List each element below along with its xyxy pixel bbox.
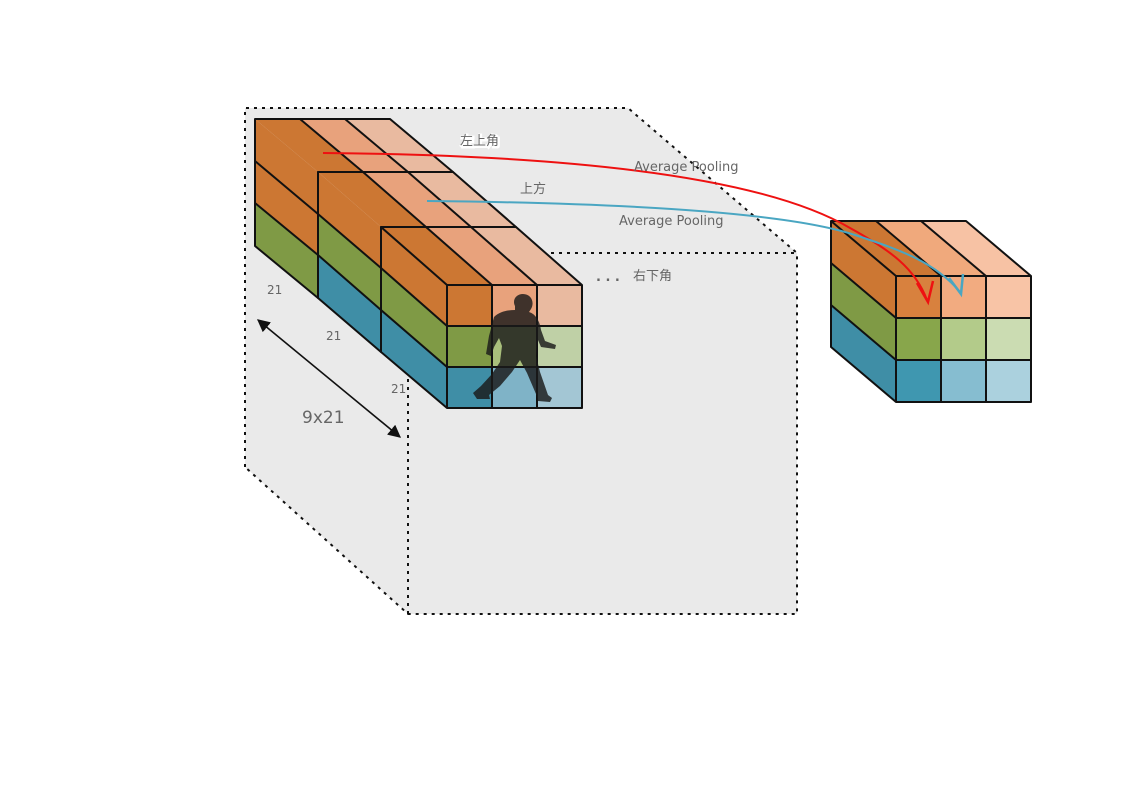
sliding-window-stack bbox=[254, 118, 583, 409]
blue-pooling-arrow bbox=[426, 200, 965, 298]
pedestrian-icon bbox=[473, 294, 556, 402]
label-average-pooling-1: Average Pooling bbox=[634, 160, 739, 175]
cuboid-middle bbox=[317, 171, 517, 353]
label-dim-3: 21 bbox=[391, 382, 406, 396]
label-dim-1: 21 bbox=[267, 283, 282, 297]
depth-dimension-arrow bbox=[257, 319, 401, 438]
label-top: 上方 bbox=[520, 181, 546, 197]
label-top-left-corner: 左上角 bbox=[460, 134, 499, 149]
label-size: 9x21 bbox=[302, 408, 345, 428]
svg-text:左上角: 左上角 bbox=[461, 135, 500, 150]
label-ellipsis: . . . bbox=[596, 270, 620, 285]
label-dim-2: 21 bbox=[326, 329, 341, 343]
red-pooling-arrow bbox=[322, 152, 935, 306]
label-bottom-right-corner: 右下角 bbox=[633, 269, 672, 284]
cuboid-back bbox=[254, 118, 454, 299]
label-average-pooling-2: Average Pooling bbox=[619, 214, 724, 229]
pooled-output-cube bbox=[830, 220, 1032, 403]
